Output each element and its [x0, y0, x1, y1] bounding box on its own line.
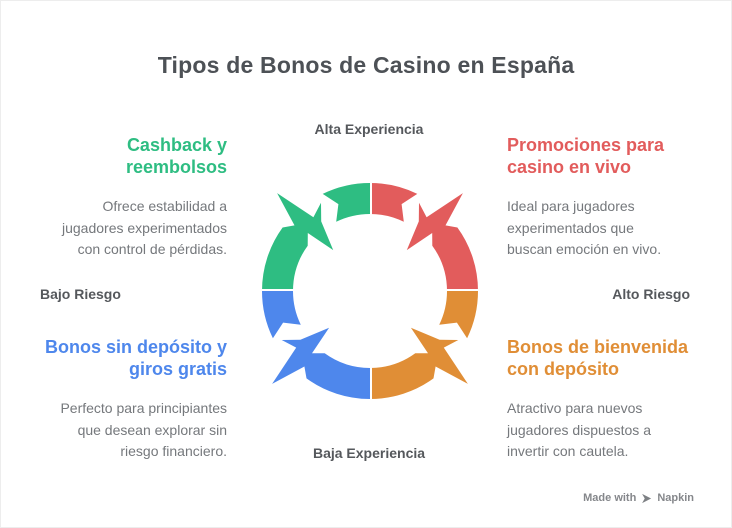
- quadrant-no-deposit-heading: Bonos sin depósito y giros gratis: [44, 337, 227, 379]
- cycle-arrow-welcome-icon: [368, 289, 480, 401]
- quadrant-no-deposit-description: Perfecto para principiantes que desean e…: [60, 400, 227, 459]
- quadrant-cashback-heading: Cashback y reembolsos: [125, 135, 227, 177]
- axis-label-left: Bajo Riesgo: [40, 286, 121, 302]
- page-title: Tipos de Bonos de Casino en España: [157, 52, 575, 78]
- quadrant-no-deposit: Bonos sin depósito y giros gratis Perfec…: [17, 336, 227, 463]
- cycle-arrow-no-deposit-icon: [260, 289, 372, 401]
- napkin-brand-label: Napkin: [657, 492, 694, 504]
- made-with-label: Made with: [583, 492, 637, 504]
- quadrant-live-casino-description: Ideal para jugadores experimentados que …: [507, 198, 662, 257]
- cycle-arrow-live-casino-icon: [368, 181, 480, 293]
- quadrant-welcome-deposit-heading: Bonos de bienvenida con depósito: [507, 337, 689, 379]
- axis-label-bottom: Baja Experiencia: [312, 445, 426, 461]
- quadrant-cashback: Cashback y reembolsos Ofrece estabilidad…: [17, 134, 227, 261]
- quadrant-live-casino-heading: Promociones para casino en vivo: [507, 135, 665, 177]
- quadrant-welcome-deposit: Bonos de bienvenida con depósito Atracti…: [507, 336, 717, 463]
- axis-label-top: Alta Experiencia: [314, 121, 424, 137]
- axis-label-right: Alto Riesgo: [612, 286, 690, 302]
- napkin-logo-icon: [641, 493, 652, 504]
- cycle-arrow-cashback-icon: [260, 181, 372, 293]
- made-with-napkin-credit: Made with Napkin: [583, 492, 694, 504]
- quadrant-welcome-deposit-description: Atractivo para nuevos jugadores dispuest…: [507, 400, 651, 459]
- quadrant-cashback-description: Ofrece estabilidad a jugadores experimen…: [62, 198, 227, 257]
- quadrant-live-casino: Promociones para casino en vivo Ideal pa…: [507, 134, 717, 261]
